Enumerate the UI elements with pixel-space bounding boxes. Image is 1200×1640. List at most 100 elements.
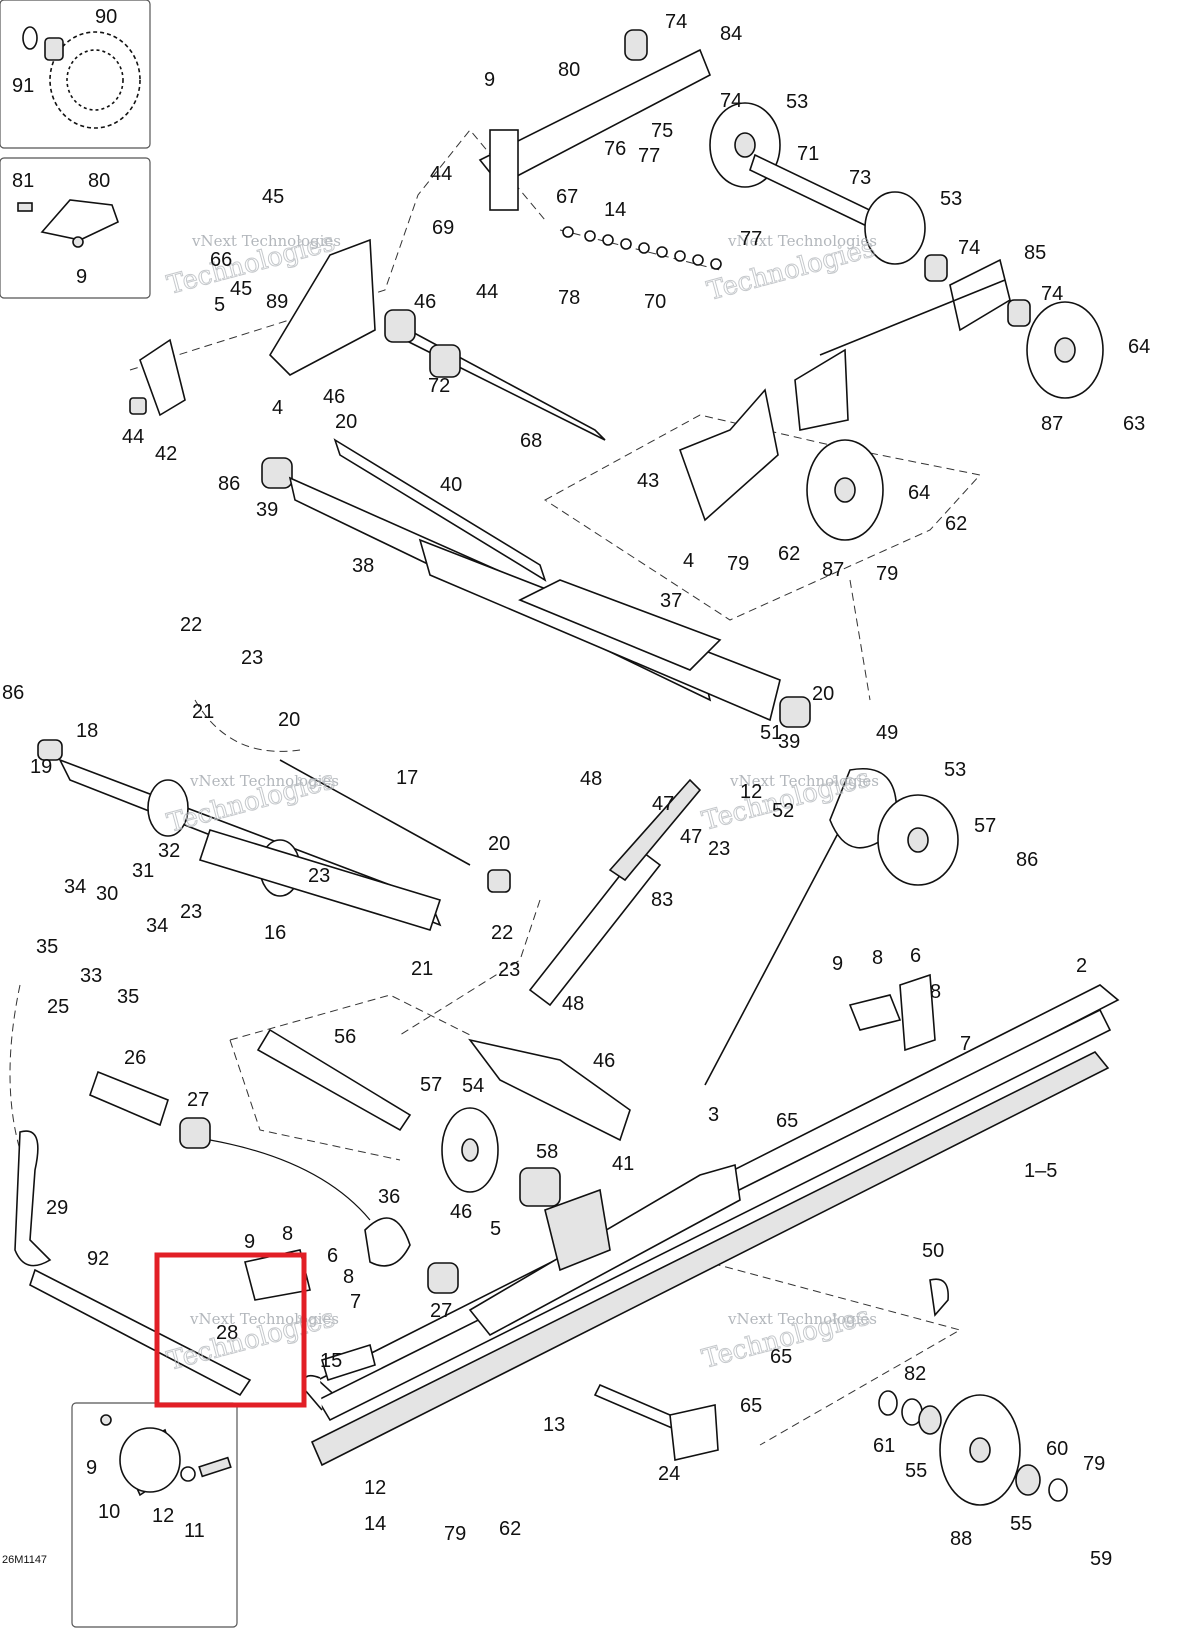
slide-rail-assembly bbox=[303, 984, 1120, 1467]
part-label: 62 bbox=[778, 543, 800, 565]
part-label: 46 bbox=[593, 1050, 615, 1072]
part-label: 33 bbox=[80, 965, 102, 987]
part-label: 16 bbox=[264, 922, 286, 944]
part-label: 79 bbox=[1083, 1453, 1105, 1475]
part-label: 23 bbox=[498, 959, 520, 981]
part-label: 11 bbox=[184, 1520, 205, 1542]
part-label: 5 bbox=[214, 294, 225, 316]
part-label: 45 bbox=[230, 278, 252, 300]
part-label: 68 bbox=[520, 430, 542, 452]
rear-arm-assembly bbox=[478, 29, 1104, 431]
watermark-text-6: vNext Technologies bbox=[727, 1310, 877, 1328]
part-label: 14 bbox=[364, 1513, 386, 1535]
part-label: 86 bbox=[1016, 849, 1038, 871]
part-label: 17 bbox=[396, 767, 418, 789]
part-label: 92 bbox=[87, 1248, 109, 1270]
front-bracket-assembly bbox=[129, 238, 884, 541]
part-label: 47 bbox=[652, 793, 674, 815]
part-label: 49 bbox=[876, 722, 898, 744]
part-label: 13 bbox=[543, 1414, 565, 1436]
part-label: 1–5 bbox=[1024, 1160, 1057, 1182]
part-label: 3 bbox=[708, 1104, 719, 1126]
part-label: 20 bbox=[488, 833, 510, 855]
part-label: 61 bbox=[873, 1435, 895, 1457]
part-label: 62 bbox=[499, 1518, 521, 1540]
part-label: 23 bbox=[308, 865, 330, 887]
part-label: 73 bbox=[849, 167, 871, 189]
part-label: 80 bbox=[558, 59, 580, 81]
part-label: 18 bbox=[76, 720, 98, 742]
part-label: 8 bbox=[930, 981, 941, 1003]
part-label-highlighted: 28 bbox=[216, 1322, 238, 1344]
part-label: 72 bbox=[428, 375, 450, 397]
part-label: 46 bbox=[450, 1201, 472, 1223]
part-label: 10 bbox=[98, 1501, 120, 1523]
part-label: 7 bbox=[350, 1291, 361, 1313]
part-label: 8 bbox=[343, 1266, 354, 1288]
part-label: 6 bbox=[910, 945, 921, 967]
part-label: 53 bbox=[944, 759, 966, 781]
part-label: 29 bbox=[46, 1197, 68, 1219]
part-label: 9 bbox=[244, 1231, 255, 1253]
part-label: 79 bbox=[444, 1523, 466, 1545]
part-label: 8 bbox=[872, 947, 883, 969]
watermark-text-4: vNext Technologies bbox=[729, 772, 879, 790]
watermark-text-1: vNext Technologies bbox=[191, 232, 341, 250]
part-label: 53 bbox=[940, 188, 962, 210]
part-label: 60 bbox=[1046, 1438, 1068, 1460]
part-label: 30 bbox=[96, 883, 118, 905]
part-label: 87 bbox=[1041, 413, 1063, 435]
part-label: 40 bbox=[440, 474, 462, 496]
part-label: 38 bbox=[352, 555, 374, 577]
part-label: 58 bbox=[536, 1141, 558, 1163]
part-label: 45 bbox=[262, 186, 284, 208]
center-arm-assembly bbox=[37, 739, 511, 931]
part-label: 47 bbox=[680, 826, 702, 848]
part-label: 22 bbox=[180, 614, 202, 636]
part-label: 52 bbox=[772, 800, 794, 822]
part-label: 23 bbox=[241, 647, 263, 669]
part-label: 44 bbox=[476, 281, 498, 303]
part-label: 4 bbox=[683, 550, 694, 572]
inset-scraper-box bbox=[0, 157, 151, 299]
part-label: 4 bbox=[272, 397, 283, 419]
part-label: 9 bbox=[76, 266, 87, 288]
part-label: 9 bbox=[484, 69, 495, 91]
part-label: 89 bbox=[266, 291, 288, 313]
part-label: 85 bbox=[1024, 242, 1046, 264]
part-label: 34 bbox=[146, 915, 168, 937]
highlight-box bbox=[154, 1252, 307, 1408]
part-label: 43 bbox=[637, 470, 659, 492]
part-label: 42 bbox=[155, 443, 177, 465]
part-label: 86 bbox=[2, 682, 24, 704]
part-label: 12 bbox=[740, 781, 762, 803]
part-label: 75 bbox=[651, 120, 673, 142]
part-label: 32 bbox=[158, 840, 180, 862]
part-label: 41 bbox=[612, 1153, 634, 1175]
part-label: 76 bbox=[604, 138, 626, 160]
part-label: 74 bbox=[1041, 283, 1063, 305]
front-arm-assembly bbox=[261, 438, 811, 728]
part-label: 65 bbox=[740, 1395, 762, 1417]
part-label: 24 bbox=[658, 1463, 680, 1485]
part-label: 88 bbox=[950, 1528, 972, 1550]
part-label: 64 bbox=[908, 482, 930, 504]
part-label: 56 bbox=[334, 1026, 356, 1048]
part-label: 31 bbox=[132, 860, 154, 882]
part-label: 15 bbox=[320, 1350, 342, 1372]
part-label: 7 bbox=[960, 1033, 971, 1055]
part-label: 67 bbox=[556, 186, 578, 208]
part-label: 8 bbox=[282, 1223, 293, 1245]
watermark-text-3: vNext Technologies bbox=[189, 772, 339, 790]
part-label: 36 bbox=[378, 1186, 400, 1208]
inset-stopper-box bbox=[71, 1402, 238, 1628]
part-label: 9 bbox=[832, 953, 843, 975]
shock-absorber bbox=[528, 768, 959, 1086]
part-label: 66 bbox=[210, 249, 232, 271]
watermark-text-2: vNext Technologies bbox=[727, 232, 877, 250]
part-label: 59 bbox=[1090, 1548, 1112, 1570]
part-label: 5 bbox=[490, 1218, 501, 1240]
part-label: 64 bbox=[1128, 336, 1150, 358]
part-label: 74 bbox=[665, 11, 687, 33]
part-label: 39 bbox=[778, 731, 800, 753]
